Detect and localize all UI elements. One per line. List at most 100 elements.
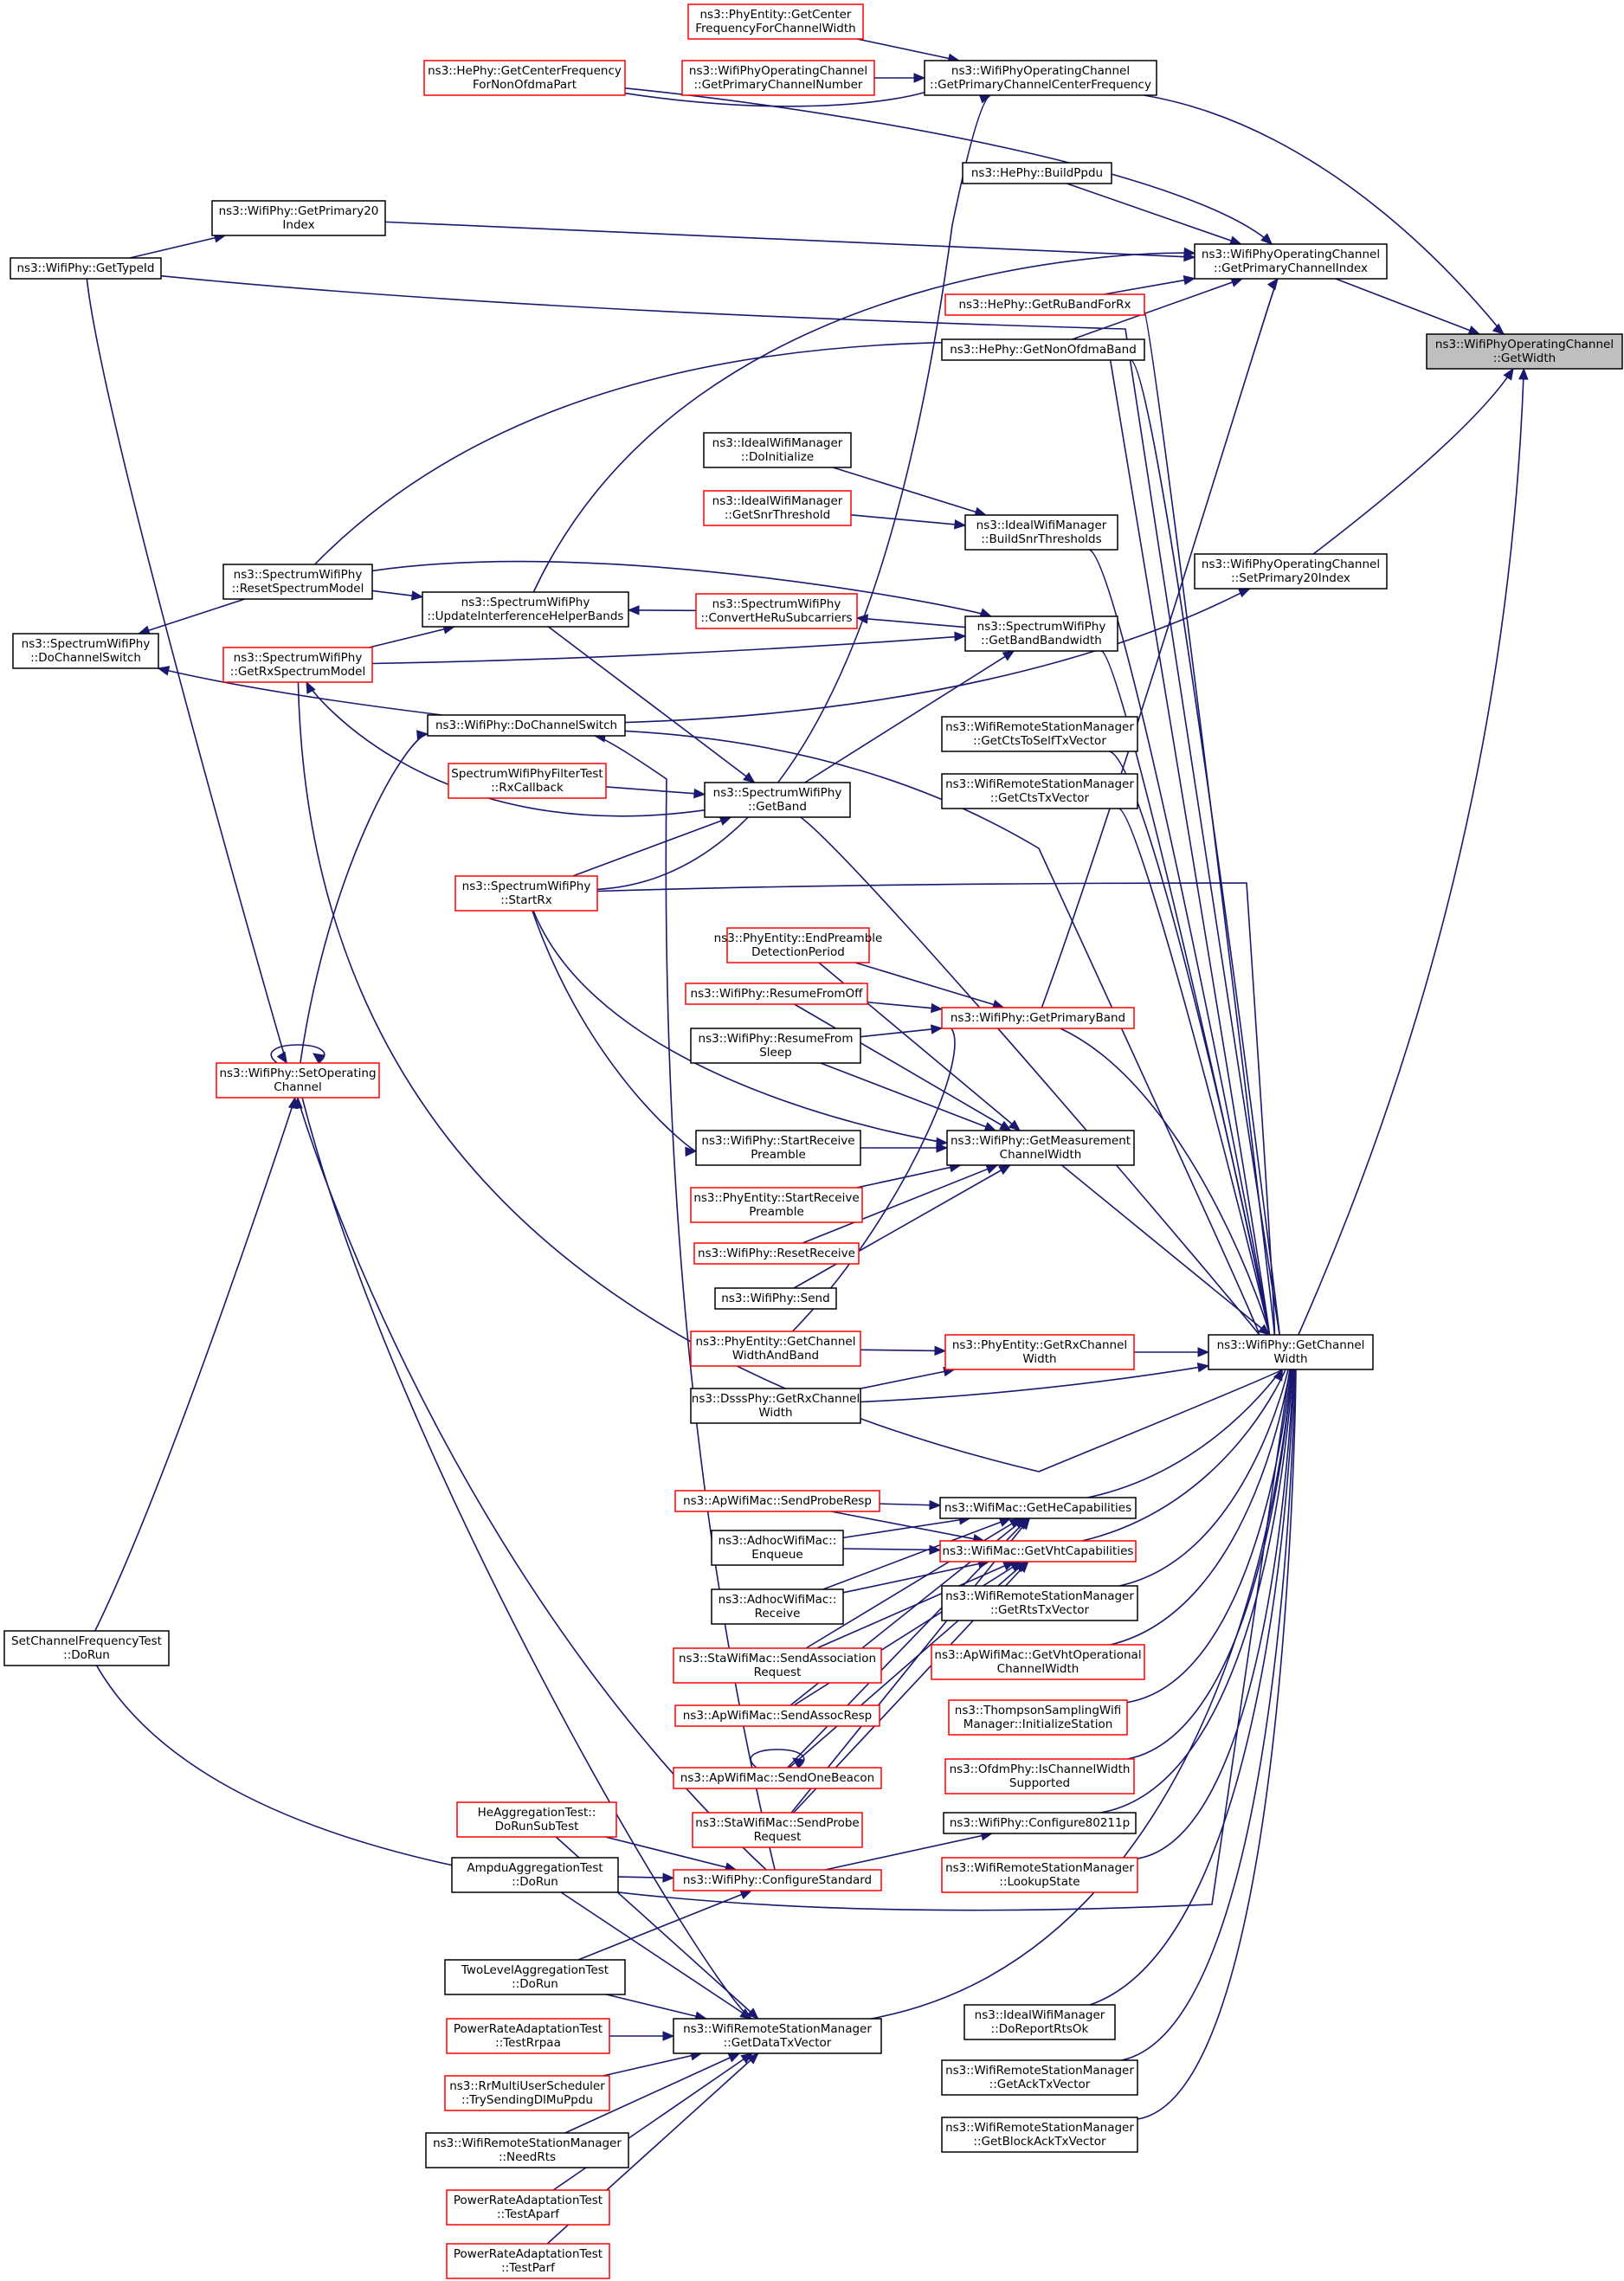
- function-node[interactable]: ns3::WifiRemoteStationManager::GetAckTxV…: [941, 2059, 1138, 2096]
- function-node[interactable]: ns3::WifiRemoteStationManager::NeedRts: [425, 2132, 629, 2168]
- function-node[interactable]: ns3::ThompsonSamplingWifiManager::Initia…: [948, 1699, 1128, 1736]
- node-box: [687, 3, 864, 40]
- node-box: [673, 1647, 882, 1684]
- function-node[interactable]: ns3::SpectrumWifiPhy::StartRx: [454, 875, 598, 912]
- node-box: [941, 1007, 1135, 1029]
- node-label: ns3::IdealWifiManager: [712, 436, 843, 450]
- function-node[interactable]: ns3::WifiPhy::ResumeFromOff: [685, 983, 868, 1005]
- function-node[interactable]: ns3::SpectrumWifiPhy::ConvertHeRuSubcarr…: [695, 593, 858, 629]
- call-edge: [1060, 1164, 1271, 1336]
- function-node[interactable]: PowerRateAdaptationTest::TestAparf: [446, 2189, 610, 2226]
- function-node[interactable]: ns3::WifiPhyOperatingChannel::GetPrimary…: [1194, 243, 1388, 280]
- node-label: Manager::InitializeStation: [963, 1717, 1113, 1731]
- call-edge: [794, 1003, 1012, 1131]
- function-node[interactable]: TwoLevelAggregationTest::DoRun: [444, 1959, 626, 1995]
- function-node[interactable]: ns3::PhyEntity::EndPreambleDetectionPeri…: [714, 927, 883, 963]
- function-node[interactable]: ns3::AdhocWifiMac::Enqueue: [711, 1530, 844, 1566]
- node-box: [690, 1331, 861, 1367]
- node-label: ::BuildSnrThresholds: [981, 532, 1101, 546]
- function-node[interactable]: ns3::WifiRemoteStationManager::LookupSta…: [941, 1857, 1138, 1893]
- node-label: ns3::IdealWifiManager: [712, 494, 843, 508]
- node-label: ns3::WifiRemoteStationManager: [945, 720, 1134, 734]
- function-node[interactable]: ns3::WifiPhyOperatingChannel::GetPrimary…: [924, 60, 1157, 96]
- function-node[interactable]: ns3::WifiPhy::DoChannelSwitch: [427, 714, 626, 737]
- node-label: DetectionPeriod: [751, 945, 845, 959]
- call-edge: [831, 1511, 984, 1542]
- node-label: ::DoInitialize: [741, 450, 814, 464]
- function-node[interactable]: ns3::WifiRemoteStationManager::GetDataTx…: [673, 2018, 882, 2054]
- function-node[interactable]: ns3::IdealWifiManager::DoReportRtsOk: [963, 2004, 1116, 2040]
- function-node[interactable]: ns3::WifiPhy::Send: [714, 1287, 837, 1310]
- function-node[interactable]: ns3::WifiPhy::GetTypeId: [10, 257, 162, 280]
- function-node[interactable]: ns3::WifiRemoteStationManager::GetCtsToS…: [941, 716, 1138, 752]
- function-node[interactable]: ns3::HePhy::GetCenterFrequencyForNonOfdm…: [423, 60, 626, 96]
- function-node[interactable]: ns3::AdhocWifiMac::Receive: [711, 1588, 844, 1625]
- function-node[interactable]: ns3::SpectrumWifiPhy::GetRxSpectrumModel: [222, 647, 373, 683]
- function-node[interactable]: ns3::WifiPhyOperatingChannel::SetPrimary…: [1194, 553, 1388, 590]
- node-box: [3, 1630, 170, 1666]
- function-node[interactable]: ns3::ApWifiMac::SendProbeResp: [674, 1490, 880, 1512]
- function-node[interactable]: ns3::HePhy::GetNonOfdmaBand: [941, 338, 1145, 361]
- function-node[interactable]: PowerRateAdaptationTest::TestParf: [446, 2243, 610, 2279]
- node-box: [222, 647, 373, 683]
- function-node[interactable]: PowerRateAdaptationTest::TestRrpaa: [446, 2018, 610, 2054]
- function-node[interactable]: ns3::SpectrumWifiPhy::UpdateInterference…: [422, 591, 629, 628]
- call-edge: [867, 1001, 943, 1010]
- function-node[interactable]: ns3::HePhy::BuildPpdu: [962, 162, 1112, 184]
- function-node[interactable]: ns3::SpectrumWifiPhy::DoChannelSwitch: [12, 633, 159, 669]
- function-node[interactable]: ns3::WifiPhy::ConfigureStandard: [673, 1869, 882, 1891]
- function-node[interactable]: ns3::WifiRemoteStationManager::GetRtsTxV…: [941, 1585, 1138, 1621]
- function-node[interactable]: ns3::IdealWifiManager::BuildSnrThreshold…: [964, 514, 1118, 551]
- function-node[interactable]: ns3::WifiMac::GetHeCapabilities: [939, 1497, 1137, 1519]
- node-box: [673, 1869, 882, 1891]
- function-node[interactable]: ns3::SpectrumWifiPhy::GetBand: [704, 782, 851, 818]
- function-node[interactable]: ns3::IdealWifiManager::GetSnrThreshold: [703, 490, 852, 526]
- function-node[interactable]: HeAggregationTest::DoRunSubTest: [456, 1801, 617, 1838]
- function-node[interactable]: ns3::SpectrumWifiPhy::GetBandBandwidth: [964, 615, 1118, 652]
- function-node[interactable]: ns3::SpectrumWifiPhy::ResetSpectrumModel: [222, 564, 373, 600]
- function-node[interactable]: ns3::PhyEntity::GetCenterFrequencyForCha…: [687, 3, 864, 40]
- node-label: ns3::SpectrumWifiPhy: [234, 651, 363, 665]
- node-label: ns3::ThompsonSamplingWifi: [955, 1704, 1121, 1717]
- call-edge: [860, 1364, 1209, 1403]
- call-edge: [1087, 1369, 1282, 1498]
- function-node[interactable]: ns3::WifiRemoteStationManager::GetCtsTxV…: [941, 773, 1138, 809]
- function-node[interactable]: ns3::IdealWifiManager::DoInitialize: [703, 432, 852, 468]
- edge-arrowhead: [743, 771, 756, 783]
- node-box: [681, 60, 875, 96]
- node-box: [444, 1959, 626, 1995]
- node-box: [948, 1699, 1128, 1736]
- function-node[interactable]: AmpduAggregationTest::DoRun: [451, 1857, 619, 1893]
- function-node[interactable]: ns3::WifiRemoteStationManager::GetBlockA…: [941, 2117, 1138, 2153]
- function-node[interactable]: ns3::RrMultiUserScheduler::TrySendingDlM…: [444, 2075, 610, 2111]
- function-node[interactable]: SpectrumWifiPhyFilterTest::RxCallback: [448, 763, 607, 799]
- function-node[interactable]: ns3::WifiPhy::ResetReceive: [693, 1242, 860, 1265]
- function-node[interactable]: ns3::HePhy::GetRuBandForRx: [944, 293, 1145, 316]
- function-node[interactable]: ns3::ApWifiMac::SendAssocResp: [674, 1704, 880, 1727]
- node-box: [964, 514, 1118, 551]
- node-label: ::GetPrimaryChannelNumber: [694, 78, 863, 92]
- function-node[interactable]: ns3::WifiMac::GetVhtCapabilities: [939, 1540, 1137, 1563]
- function-node[interactable]: SetChannelFrequencyTest::DoRun: [3, 1630, 170, 1666]
- function-node[interactable]: ns3::WifiPhyOperatingChannel::GetPrimary…: [681, 60, 875, 96]
- function-node[interactable]: ns3::ApWifiMac::GetVhtOperationalChannel…: [931, 1644, 1145, 1680]
- function-node[interactable]: ns3::WifiPhy::Configure80211p: [943, 1812, 1137, 1834]
- node-label: TwoLevelAggregationTest: [461, 1963, 609, 1977]
- call-edge: [160, 274, 1280, 1336]
- function-node[interactable]: ns3::WifiPhy::GetPrimaryBand: [941, 1007, 1135, 1029]
- node-box: [726, 927, 870, 963]
- function-node[interactable]: ns3::ApWifiMac::SendOneBeacon: [673, 1767, 882, 1789]
